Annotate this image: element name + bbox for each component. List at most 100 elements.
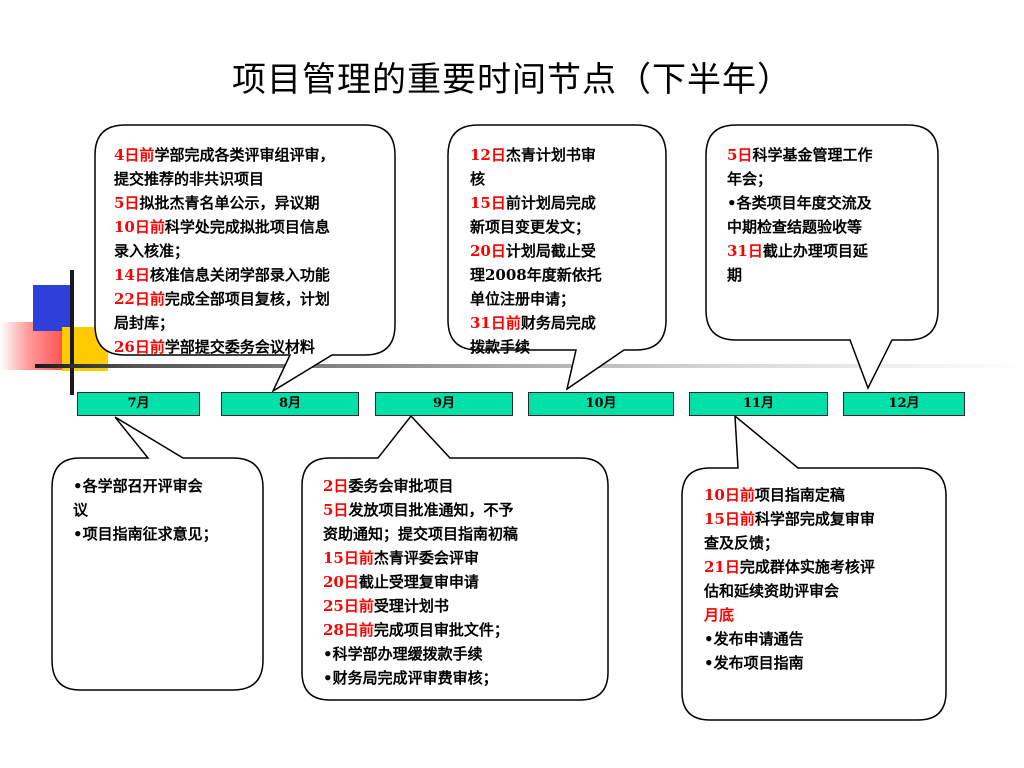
callout-line: 5日发放项目批准通知，不予 <box>323 498 603 522</box>
event-text: •项目指南征求意见； <box>73 525 218 543</box>
event-text: 提交推荐的非共识项目 <box>114 170 265 188</box>
date-highlight: 20日 <box>323 573 359 591</box>
date-highlight: 4日前 <box>114 146 155 164</box>
date-highlight: 20日 <box>470 242 506 260</box>
date-highlight: 15日 <box>470 194 506 212</box>
callout-line: 20日截止受理复审申请 <box>323 570 603 594</box>
event-text: 核准信息关闭学部录入功能 <box>149 266 330 284</box>
callout-line: 理2008年度新依托 <box>470 263 640 287</box>
event-text: 科学部完成复审审 <box>754 510 875 528</box>
month-oct: 10月 <box>528 392 674 416</box>
event-text: 议 <box>73 501 89 519</box>
callout-line: 提交推荐的非共识项目 <box>114 167 396 191</box>
date-highlight: 14日 <box>114 266 150 284</box>
callout-line: 31日前财务局完成 <box>470 311 640 335</box>
event-text: 期 <box>727 266 743 284</box>
callout-line: 拨款手续 <box>470 335 640 359</box>
event-text: •科学部办理缓拨款手续 <box>323 645 483 663</box>
callout-line: 单位注册申请； <box>470 287 640 311</box>
date-highlight: 31日 <box>727 242 763 260</box>
callout-line: 资助通知；提交项目指南初稿 <box>323 522 603 546</box>
callout-sep <box>301 414 609 701</box>
date-highlight: 26日前 <box>114 338 165 356</box>
event-text: 资助通知；提交项目指南初稿 <box>323 525 519 543</box>
callout-line: 10日前科学处完成拟批项目信息 <box>114 215 396 239</box>
event-text: 单位注册申请； <box>470 290 576 308</box>
event-text: 完成项目审批文件； <box>373 621 509 639</box>
date-highlight: 21日 <box>704 558 740 576</box>
callout-line: 2日委务会审批项目 <box>323 474 603 498</box>
callout-dec <box>705 124 939 390</box>
callout-line: •发布申请通告 <box>704 627 942 651</box>
callout-line: 15日前计划局完成 <box>470 191 640 215</box>
callout-line: 12日杰青计划书审 <box>470 143 640 167</box>
callout-line: 26日前学部提交委务会议材料 <box>114 335 396 359</box>
callout-aug <box>94 124 396 393</box>
callout-line: 查及反馈； <box>704 531 942 555</box>
event-text: 杰青评委会评审 <box>373 549 479 567</box>
callout-line: 20日计划局截止受 <box>470 239 640 263</box>
event-text: 科学基金管理工作 <box>752 146 873 164</box>
callout-jul <box>51 416 264 691</box>
callout-line: 期 <box>727 263 927 287</box>
month-dec: 12月 <box>843 392 965 416</box>
event-text: 完成全部项目复核，计划 <box>164 290 330 308</box>
callout-line: •各学部召开评审会 <box>73 474 258 498</box>
date-highlight: 10日前 <box>704 486 755 504</box>
event-text: 项目指南定稿 <box>754 486 845 504</box>
callout-line: 21日完成群体实施考核评 <box>704 555 942 579</box>
date-highlight: 15日前 <box>704 510 755 528</box>
callout-line: 15日前科学部完成复审审 <box>704 507 942 531</box>
callout-line: 月底 <box>704 603 942 627</box>
callout-line: 25日前受理计划书 <box>323 594 603 618</box>
event-text: 新项目变更发文； <box>470 218 591 236</box>
date-highlight: 2日 <box>323 477 349 495</box>
callout-line: •发布项目指南 <box>704 651 942 675</box>
callout-text-jul: •各学部召开评审会议 •项目指南征求意见； <box>73 474 258 546</box>
event-text: •发布项目指南 <box>704 654 804 672</box>
callout-oct <box>447 124 667 391</box>
callout-line: 新项目变更发文； <box>470 215 640 239</box>
date-highlight: 5日 <box>323 501 349 519</box>
month-aug: 8月 <box>221 392 359 416</box>
callout-line: •项目指南征求意见； <box>73 522 258 546</box>
event-text: 财务局完成 <box>520 314 596 332</box>
callout-line: 估和延续资助评审会 <box>704 579 942 603</box>
timeline-line <box>35 364 1023 368</box>
callout-line: 14日核准信息关闭学部录入功能 <box>114 263 396 287</box>
event-text: 截止办理项目延 <box>762 242 868 260</box>
event-text: 拨款手续 <box>470 338 531 356</box>
date-highlight: 月底 <box>704 606 735 624</box>
event-text: •各类项目年度交流及 <box>727 194 872 212</box>
event-text: 拟批杰青名单公示，异议期 <box>139 194 320 212</box>
event-text: 杰青计划书审 <box>505 146 596 164</box>
callout-line: 局封库； <box>114 311 396 335</box>
event-text: •发布申请通告 <box>704 630 804 648</box>
event-text: •财务局完成评审费审核； <box>323 669 498 687</box>
event-text: 委务会审批项目 <box>348 477 454 495</box>
callout-text-oct: 12日杰青计划书审核 15日前计划局完成新项目变更发文； 20日计划局截止受理200… <box>470 143 640 359</box>
callout-line: 22日前完成全部项目复核，计划 <box>114 287 396 311</box>
callout-line: 中期检查结题验收等 <box>727 215 927 239</box>
date-highlight: 22日前 <box>114 290 165 308</box>
date-highlight: 5日 <box>727 146 753 164</box>
event-text: 核 <box>470 170 486 188</box>
date-highlight: 25日前 <box>323 597 374 615</box>
event-text: 完成群体实施考核评 <box>739 558 875 576</box>
callout-text-dec: 5日科学基金管理工作年会； •各类项目年度交流及中期检查结题验收等 31日截止办理项… <box>727 143 927 287</box>
event-text: 前计划局完成 <box>505 194 596 212</box>
date-highlight: 31日前 <box>470 314 521 332</box>
callout-line: 录入核准； <box>114 239 396 263</box>
decor-vertical-line <box>70 270 74 395</box>
event-text: 发放项目批准通知，不予 <box>348 501 514 519</box>
callout-line: 核 <box>470 167 640 191</box>
event-text: 年会； <box>727 170 773 188</box>
callout-line: 5日科学基金管理工作 <box>727 143 927 167</box>
callout-line: 年会； <box>727 167 927 191</box>
event-text: 截止受理复审申请 <box>358 573 479 591</box>
month-nov: 11月 <box>689 392 828 416</box>
callout-line: •各类项目年度交流及 <box>727 191 927 215</box>
